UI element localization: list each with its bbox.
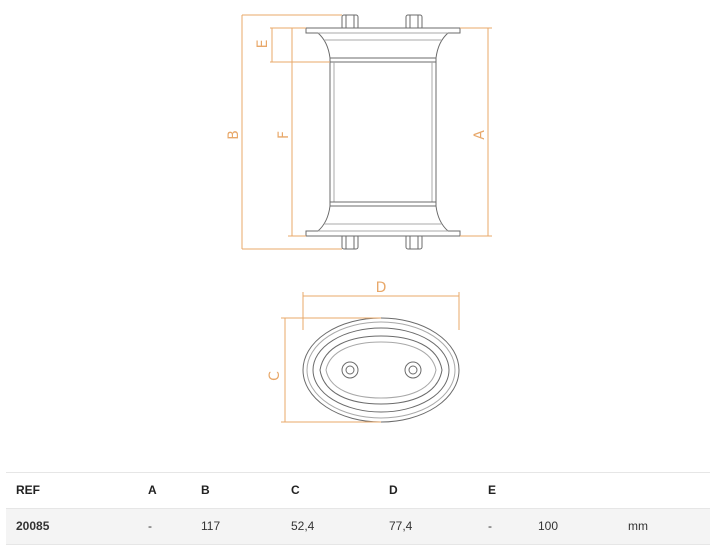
dim-label-b: B (226, 130, 242, 140)
cell-value: 100 (538, 519, 559, 533)
cell-b: 117 (201, 519, 221, 533)
cell-a: - (148, 519, 152, 533)
top-left-stud (341, 14, 359, 30)
dim-label-e: E (255, 40, 271, 49)
dim-label-c: C (267, 371, 283, 381)
header-c: C (291, 483, 300, 497)
header-e: E (488, 483, 497, 497)
technical-drawing: B E F A D (226, 14, 492, 423)
header-a: A (148, 483, 157, 497)
cell-ref: 20085 (16, 519, 50, 533)
side-view (305, 14, 461, 250)
header-ref: REF (16, 483, 40, 497)
side-view-dimensions: B E F A (226, 14, 492, 250)
cell-e: - (488, 519, 492, 533)
top-view (302, 317, 460, 423)
header-b: B (201, 483, 210, 497)
header-d: D (389, 483, 398, 497)
cell-unit: mm (628, 519, 648, 533)
dim-label-a: A (472, 130, 488, 140)
top-right-stud (405, 14, 423, 30)
table-header-row: REF A B C D E (6, 473, 710, 509)
cell-c: 52,4 (291, 519, 315, 533)
top-view-dimensions: D C (267, 280, 460, 423)
dimensions-table: REF A B C D E 20085 - 117 52,4 77,4 - 10… (6, 472, 710, 545)
bottom-left-stud (341, 234, 359, 250)
bottom-right-stud (405, 234, 423, 250)
dim-label-f: F (276, 131, 292, 139)
dim-label-d: D (376, 280, 387, 296)
spacer-body (329, 61, 437, 203)
table-row: 20085 - 117 52,4 77,4 - 100 mm (6, 509, 710, 545)
cell-d: 77,4 (389, 519, 413, 533)
